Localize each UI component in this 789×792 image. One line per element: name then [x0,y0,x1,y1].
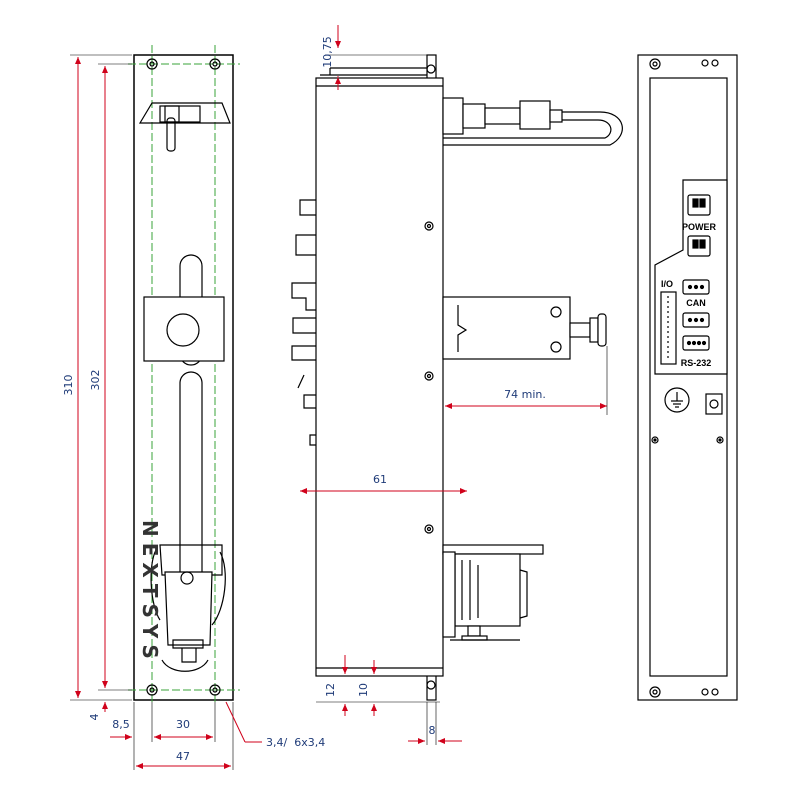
latch [150,544,226,672]
rear-view [637,54,738,701]
logo-text: NEXTSYS [138,520,162,665]
dim-panel-width: 47 [176,750,190,763]
dim-hole-note: 3,4/ 6x3,4 [266,736,325,749]
knob [166,313,200,347]
dim-top-offset: 10,75 [321,36,334,68]
dim-flange-8: 8 [429,724,436,737]
dim-bottom-10: 10 [357,683,370,697]
dim-bottom-offset-4: 4 [88,714,101,721]
dim-hole-spacing-height: 302 [89,370,102,391]
rear-panel-outline [637,54,738,701]
side-view [291,54,623,701]
front-dimension-lines [70,54,262,770]
dim-edge-8-5: 8,5 [112,718,130,731]
side-body [315,77,444,677]
rs232-label: RS-232 [681,358,712,368]
side-dimension-lines [300,25,608,745]
mounting-holes [146,58,221,696]
top-connector [138,102,231,152]
power-label: POWER [682,222,717,232]
dim-overall-height: 310 [62,375,75,396]
dim-depth-61: 61 [373,473,387,486]
dim-clearance-min: 74 min. [504,388,546,401]
handle-block [143,296,225,362]
io-label: I/O [661,279,673,289]
front-view: NEXTSYS [128,45,240,705]
can-label: CAN [686,298,706,308]
dim-bottom-12: 12 [324,683,337,697]
dim-hole-spacing-width: 30 [176,718,190,731]
